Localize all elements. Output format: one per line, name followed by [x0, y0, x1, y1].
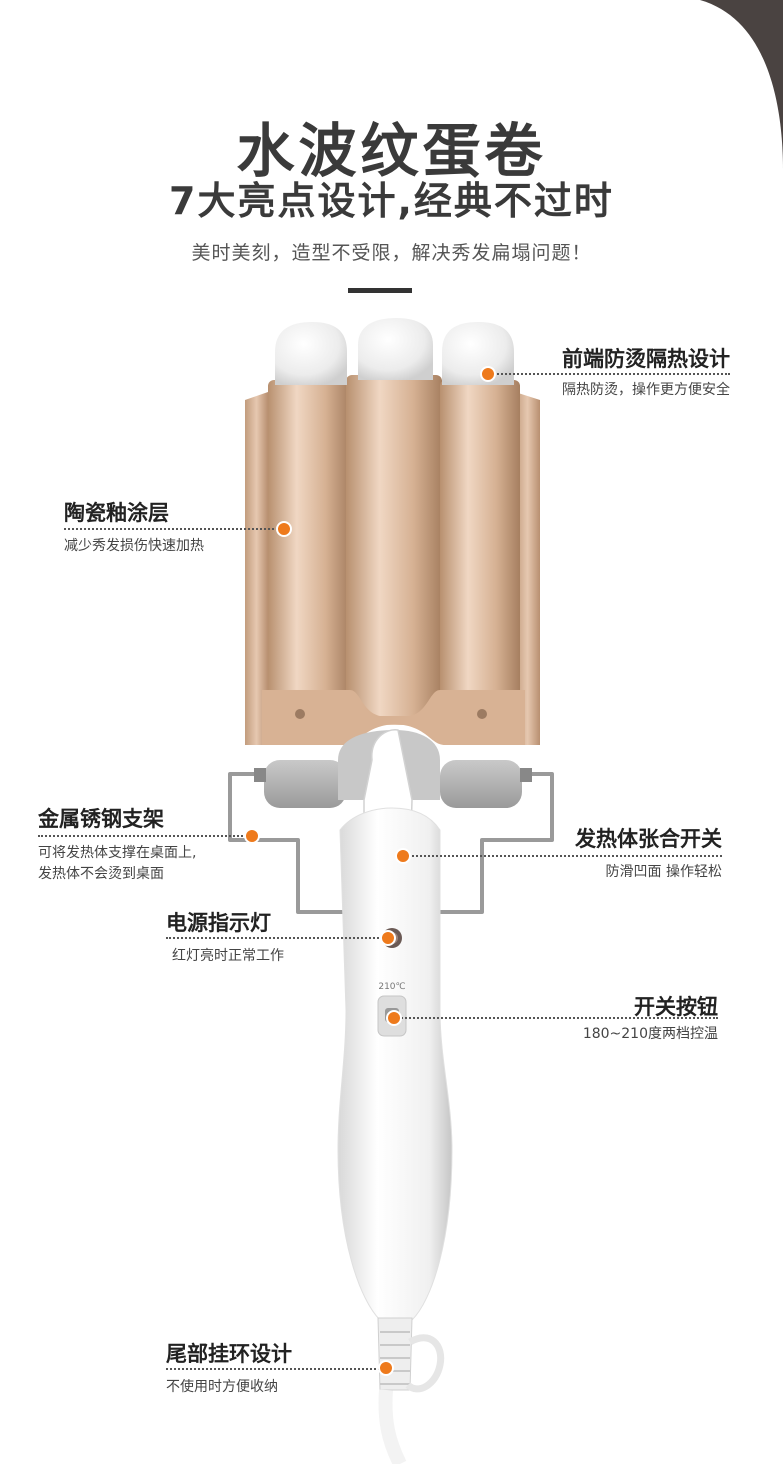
callout-tip-title: 前端防烫隔热设计 [562, 347, 730, 371]
callout-stand-line [38, 835, 250, 837]
callout-stand-desc1: 可将发热体支撑在桌面上, [38, 845, 197, 861]
callout-indicator-dot [380, 930, 396, 946]
metal-stand [228, 772, 554, 914]
left-plate [245, 392, 268, 745]
page-title: 水波纹蛋卷 [236, 117, 547, 185]
temp-label: 210℃ [378, 982, 405, 992]
handle [337, 807, 453, 1321]
callout-coating-dot [276, 521, 292, 537]
title-divider [348, 288, 412, 293]
callout-clamp-desc: 防滑凹面 操作轻松 [605, 864, 722, 880]
callout-clamp-line [404, 855, 722, 857]
callout-hook-dot [378, 1360, 394, 1376]
callout-tip-desc: 隔热防烫，操作更方便安全 [562, 382, 730, 398]
callout-indicator-line [166, 937, 386, 939]
barrel-endcaps [254, 760, 532, 808]
callout-power-desc: 180~210度两档控温 [582, 1026, 718, 1042]
callout-coating-title: 陶瓷釉涂层 [64, 501, 169, 525]
right-plate [515, 392, 540, 745]
callout-coating-desc: 减少秀发损伤快速加热 [64, 538, 204, 554]
page-subtitle: 7大亮点设计,经典不过时 [169, 179, 614, 223]
callout-power-title: 开关按钮 [634, 995, 718, 1019]
callout-tip-dot [480, 366, 496, 382]
page-tagline: 美时美刻，造型不受限，解决秀发扁塌问题！ [191, 242, 592, 264]
callout-clamp-title: 发热体张合开关 [575, 827, 722, 851]
tail [377, 1317, 413, 1391]
callout-hook-desc: 不使用时方便收纳 [166, 1379, 278, 1395]
barrel-base [262, 690, 525, 745]
callout-clamp-dot [395, 848, 411, 864]
callout-indicator-title: 电源指示灯 [166, 911, 271, 935]
callout-hook-title: 尾部挂环设计 [166, 1342, 292, 1366]
callout-coating-line [64, 528, 282, 530]
callout-hook-line [166, 1368, 384, 1370]
callout-stand-desc2: 发热体不会烫到桌面 [38, 866, 164, 882]
heat-insulated-tips [275, 318, 514, 385]
callout-power-line [398, 1017, 718, 1019]
hang-loop [405, 1334, 445, 1393]
callout-indicator-desc: 红灯亮时正常工作 [172, 948, 284, 964]
callout-tip-line [490, 373, 730, 375]
power-cord [378, 1389, 407, 1464]
callout-stand-title: 金属锈钢支架 [38, 807, 164, 831]
barrels [268, 375, 520, 725]
callout-stand-dot [244, 828, 260, 844]
callout-power-dot [386, 1010, 402, 1026]
